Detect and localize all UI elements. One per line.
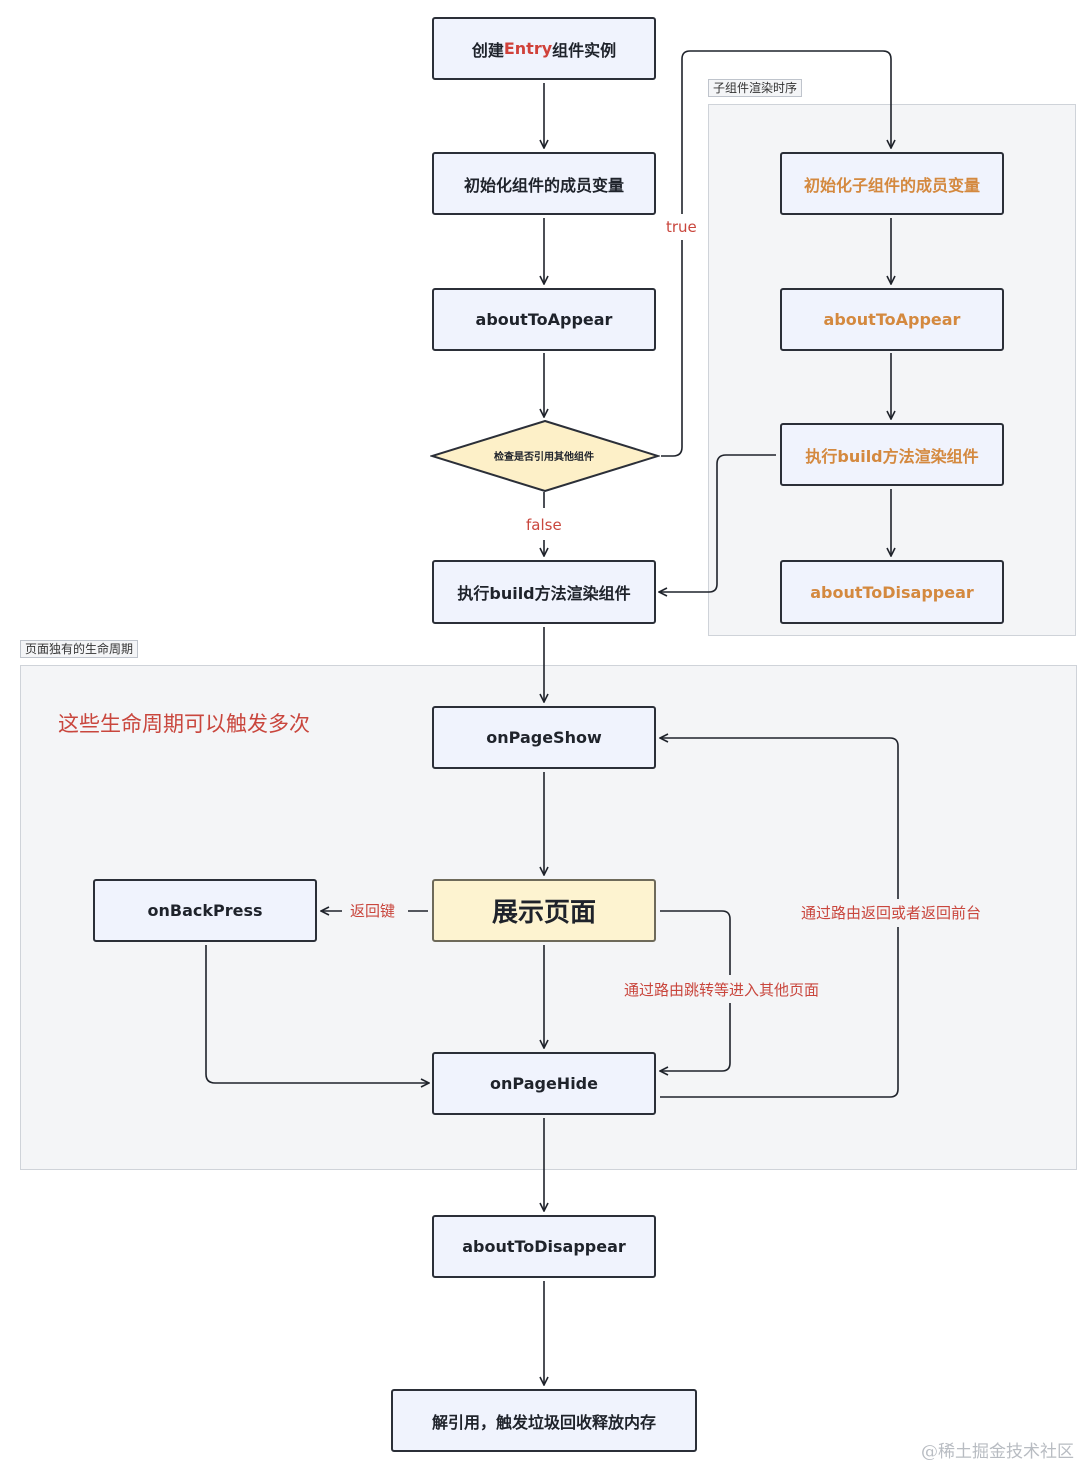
create-entry-suffix: 组件实例	[552, 40, 617, 60]
release-node: 解引用，触发垃圾回收释放内存	[391, 1389, 697, 1452]
true-edge-label: true	[666, 218, 697, 236]
child-about-to-appear-node: aboutToAppear	[780, 288, 1004, 351]
init-members-node: 初始化组件的成员变量	[432, 152, 656, 215]
page-lifecycle-group-title: 页面独有的生命周期	[20, 640, 139, 658]
about-to-disappear-node: aboutToDisappear	[432, 1215, 656, 1278]
child-build-render-node: 执行build方法渲染组件	[780, 423, 1004, 486]
create-entry-prefix: 创建	[471, 40, 504, 60]
false-edge-label: false	[526, 516, 562, 534]
about-to-appear-node: aboutToAppear	[432, 288, 656, 351]
watermark: @稀土掘金技术社区	[921, 1442, 1074, 1462]
route-back-edge-label: 通过路由返回或者返回前台	[801, 904, 982, 922]
show-page-node: 展示页面	[432, 879, 656, 942]
check-decision-diamond	[430, 420, 660, 492]
route-jump-edge-label: 通过路由跳转等进入其他页面	[624, 981, 820, 999]
on-back-press-node: onBackPress	[93, 879, 317, 942]
back-key-edge-label: 返回键	[350, 902, 396, 920]
on-page-hide-node: onPageHide	[432, 1052, 656, 1115]
check-decision-label: 检查是否引用其他组件	[494, 452, 594, 463]
child-render-group-title: 子组件渲染时序	[708, 79, 803, 97]
build-render-node: 执行build方法渲染组件	[432, 560, 656, 624]
child-about-to-disappear-node: aboutToDisappear	[780, 560, 1004, 624]
create-entry-highlight: Entry	[503, 39, 553, 58]
child-init-members-node: 初始化子组件的成员变量	[780, 152, 1004, 215]
lifecycle-note: 这些生命周期可以触发多次	[58, 712, 310, 736]
on-page-show-node: onPageShow	[432, 706, 656, 769]
